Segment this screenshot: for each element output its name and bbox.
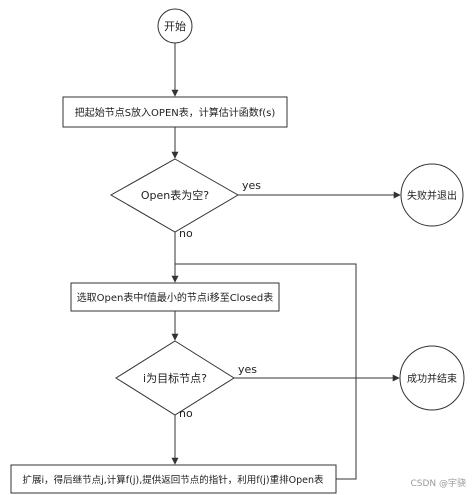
fail-label: 失败并退出 — [407, 189, 457, 202]
edge-label-empty-yes: yes — [242, 179, 261, 192]
success-node — [399, 345, 465, 411]
watermark: CSDN @宇骁 — [410, 477, 466, 489]
success-label: 成功并结束 — [407, 372, 457, 385]
expand-process-label: 扩展i，得后继节点j,计算f(j),提供返回节点的指针，利用f(j)重排Open… — [23, 474, 324, 486]
check-goal-label: i为目标节点? — [143, 371, 207, 385]
check-empty-decision — [109, 158, 239, 233]
edge-label-empty-no: no — [179, 227, 193, 240]
check-empty-label: Open表为空? — [141, 188, 209, 202]
edge-label-goal-yes: yes — [238, 363, 257, 376]
select-process-box — [70, 282, 280, 312]
expand-process-box — [10, 464, 337, 494]
check-goal-decision — [115, 340, 235, 416]
select-process-label: 选取Open表中f值最小的节点i移至Closed表 — [77, 291, 274, 304]
edge-label-goal-no: no — [179, 407, 193, 420]
fail-node — [400, 163, 464, 227]
start-label: 开始 — [164, 19, 186, 33]
start-node — [157, 8, 193, 44]
init-process-box — [62, 96, 288, 128]
init-process-label: 把起始节点S放入OPEN表，计算估计函数f(s) — [75, 106, 276, 119]
